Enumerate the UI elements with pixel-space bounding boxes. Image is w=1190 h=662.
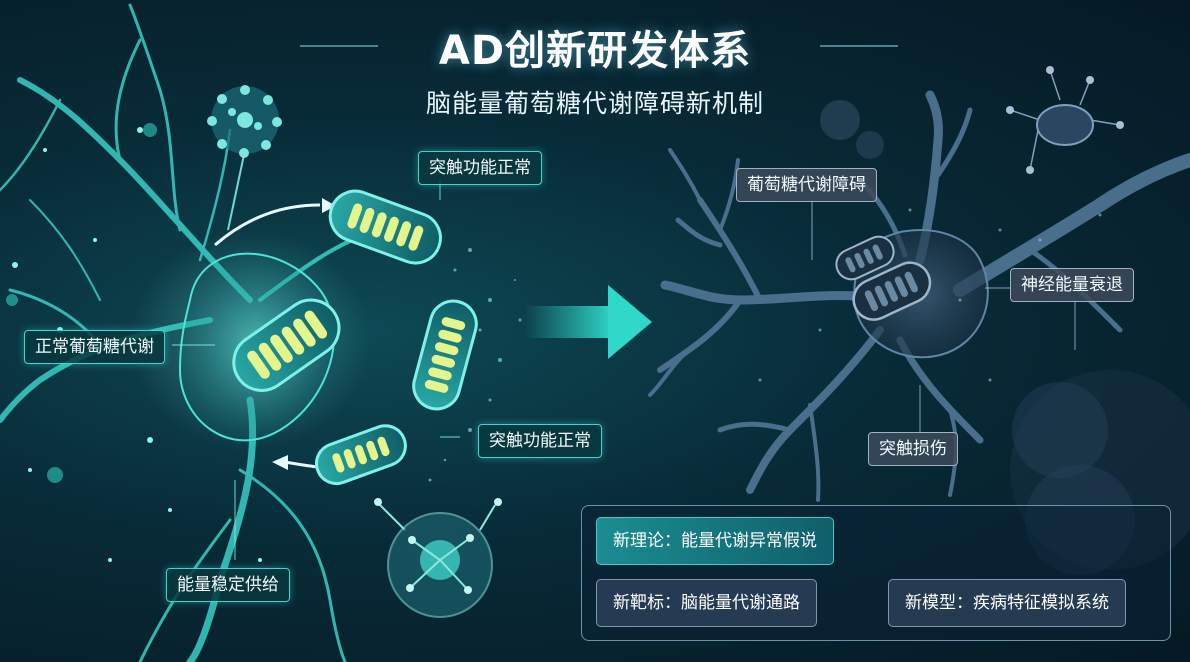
impaired-neuron <box>648 66 1190 575</box>
subtitle: 脑能量葡萄糖代谢障碍新机制 <box>425 89 764 118</box>
main-title: AD创新研发体系 <box>438 28 752 74</box>
label-synapse-normal-top: 突触功能正常 <box>418 151 542 185</box>
new-theory-card: 新理论：能量代谢异常假说 <box>596 517 834 565</box>
cell-bottom <box>374 498 502 618</box>
label-normal-glucose-metabolism: 正常葡萄糖代谢 <box>24 330 165 364</box>
innovation-panel: 新理论：能量代谢异常假说 新靶标：脑能量代谢通路 新模型：疾病特征模拟系统 <box>581 505 1171 641</box>
molecule-top-left <box>207 85 282 231</box>
energy-cycle <box>214 189 522 486</box>
label-stable-energy-supply: 能量稳定供给 <box>166 568 290 602</box>
impaired-molecule <box>1006 66 1124 174</box>
label-synapse-damage: 突触损伤 <box>868 432 958 466</box>
label-glucose-metabolism-disorder: 葡萄糖代谢障碍 <box>736 168 877 202</box>
new-model-card: 新模型：疾病特征模拟系统 <box>888 579 1126 627</box>
label-neural-energy-decline: 神经能量衰退 <box>1010 268 1134 302</box>
new-target-card: 新靶标：脑能量代谢通路 <box>596 579 817 627</box>
transition-arrow <box>525 285 652 359</box>
label-synapse-normal-bottom: 突触功能正常 <box>478 424 602 458</box>
healthy-mitochondrion-main <box>232 298 341 392</box>
